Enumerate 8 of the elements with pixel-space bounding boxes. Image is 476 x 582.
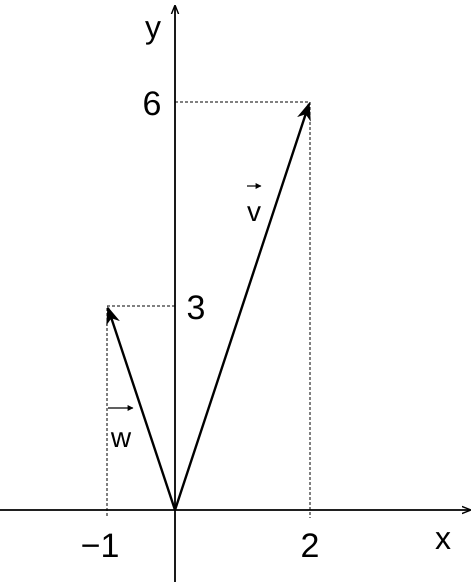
axis-label: x [435, 522, 451, 554]
tick-label: 6 [142, 87, 162, 121]
vector-label: w [110, 424, 132, 452]
tick-label: −1 [80, 529, 120, 563]
vector-label: v [247, 198, 261, 226]
axis-label: y [145, 11, 161, 43]
tick-label: 2 [300, 529, 320, 563]
tick-label: 3 [186, 291, 206, 325]
